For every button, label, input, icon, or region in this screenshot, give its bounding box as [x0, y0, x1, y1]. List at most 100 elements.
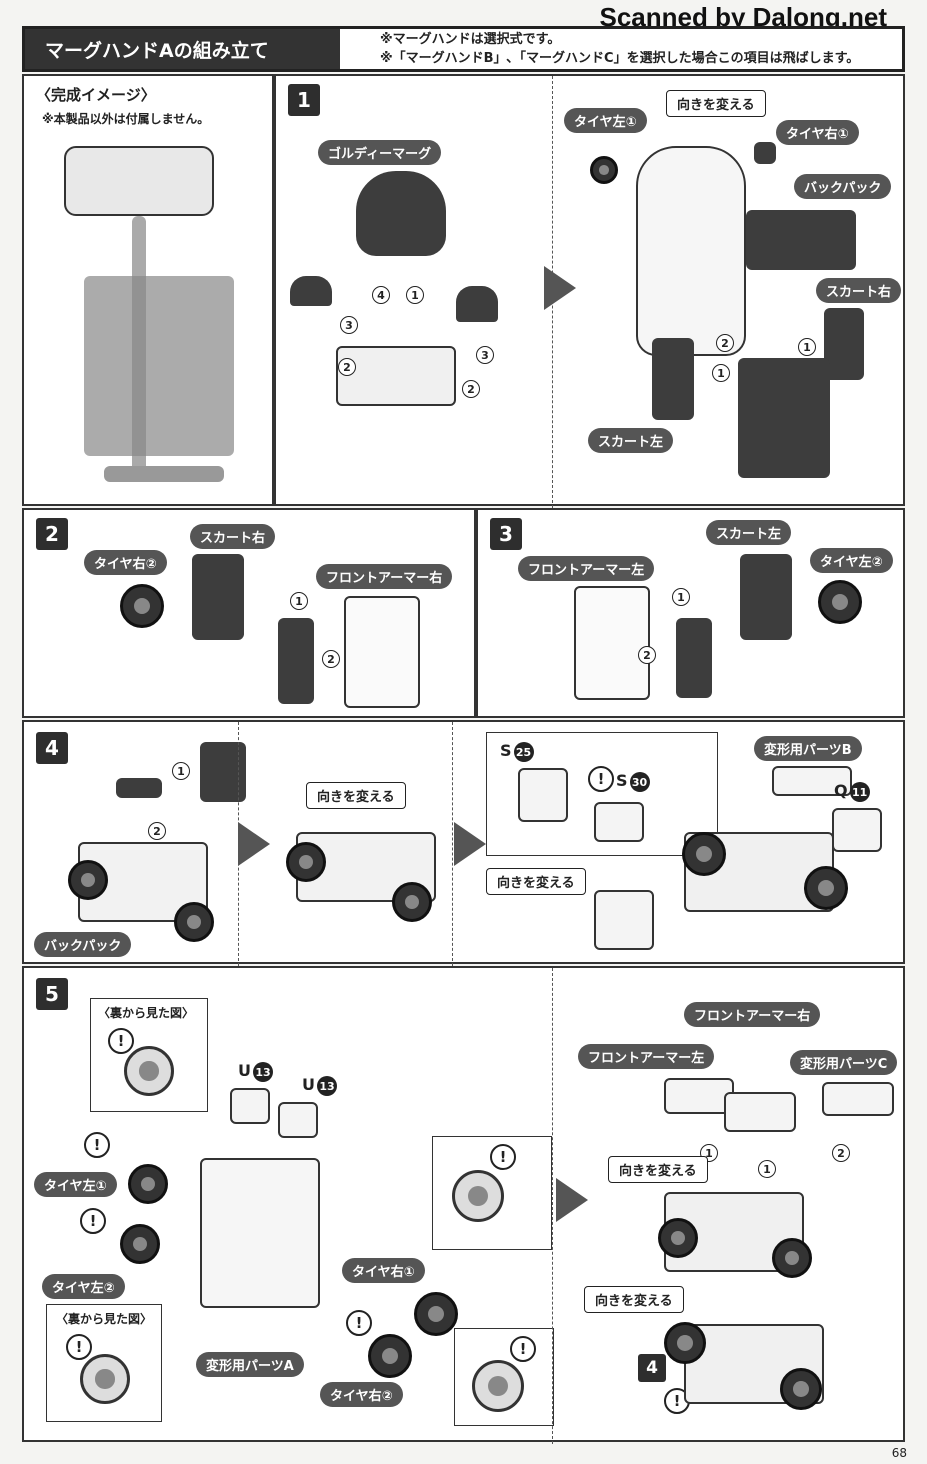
label-turn: 向きを変える: [608, 1156, 708, 1183]
part-front-armor-right: [724, 1092, 796, 1132]
label-front-armor-left: フロントアーマー左: [518, 556, 655, 581]
circled-2: 2: [716, 334, 734, 352]
part-head: [356, 171, 446, 256]
part-arm-left: [290, 276, 332, 306]
figure-base: [104, 466, 224, 482]
step-arrow: [454, 822, 486, 866]
circled-4: 4: [372, 286, 390, 304]
step2-panel: 2 タイヤ右② スカート右 フロントアーマー右 1 2: [22, 508, 476, 718]
warning-icon: !: [108, 1028, 134, 1054]
label-transform-part-c: 変形用パーツC: [790, 1050, 898, 1075]
preview-panel: 〈完成イメージ〉 ※本製品以外は付属しません。: [22, 74, 274, 506]
page-number: 68: [891, 1446, 907, 1460]
hammer-head: [64, 146, 214, 216]
code-number: 30: [629, 772, 650, 792]
circled-2: 2: [148, 822, 166, 840]
code-number: 13: [317, 1076, 337, 1096]
warning-icon: !: [588, 766, 614, 792]
part-s25: [518, 768, 568, 822]
label-tire-left-1: タイヤ左①: [34, 1172, 117, 1197]
circled-1: 1: [758, 1160, 776, 1178]
code-letter: U: [238, 1060, 251, 1080]
circled-1: 1: [172, 762, 190, 780]
code-number: 13: [253, 1062, 273, 1082]
tire-right-2: [368, 1334, 412, 1378]
part-skirt-body: [738, 358, 830, 478]
step1-panel: 1 ゴルディーマーグ 4 1 3 3 2 2 向きを変える タイヤ左① タイヤ右…: [274, 74, 905, 508]
step-number: 5: [36, 978, 68, 1010]
tire-back-view: [80, 1354, 130, 1404]
tire-back-view: [124, 1046, 174, 1096]
tire: [174, 902, 214, 942]
label-front-armor-right: フロントアーマー右: [684, 1002, 821, 1027]
code-number: 25: [513, 742, 534, 762]
tire: [780, 1368, 822, 1410]
tire: [664, 1322, 706, 1364]
part-transform-a-body: [200, 1158, 320, 1308]
back-view-title-2: 〈裏から見た図〉: [56, 1312, 153, 1326]
tire-detail: [452, 1170, 504, 1222]
label-front-armor-left: フロントアーマー左: [578, 1044, 715, 1069]
step-ref-4: 4: [638, 1354, 666, 1382]
tire-right-1: [754, 142, 776, 164]
label-skirt-right: スカート右: [190, 524, 276, 549]
label-skirt-left: スカート左: [706, 520, 792, 545]
code-letter: U: [302, 1074, 315, 1094]
part-joint: [278, 618, 314, 704]
label-tire-right-1: タイヤ右①: [342, 1258, 425, 1283]
circled-3: 3: [476, 346, 494, 364]
circled-2: 2: [322, 650, 340, 668]
part-small-block: [116, 778, 162, 798]
step-number: 1: [288, 84, 320, 116]
circled-3: 3: [340, 316, 358, 334]
label-turn: 向きを変える: [486, 868, 586, 895]
circled-1: 1: [672, 588, 690, 606]
preview-image: [44, 136, 254, 496]
code-letter: S: [500, 740, 512, 760]
tire: [68, 860, 108, 900]
header-notes: ※マーグハンドは選択式です。 ※「マーグハンドB」､「マーグハンドC」を選択した…: [340, 30, 859, 68]
label-turn: 向きを変える: [306, 782, 406, 809]
tire-right-1: [414, 1292, 458, 1336]
part-arm-right: [456, 286, 498, 322]
label-goldy-marg: ゴルディーマーグ: [318, 140, 442, 165]
part-top-clip: [200, 742, 246, 802]
tire: [772, 1238, 812, 1278]
label-front-armor-right: フロントアーマー右: [316, 564, 453, 589]
part-u13-b: [278, 1102, 318, 1138]
circled-1: 1: [406, 286, 424, 304]
label-tire-right-2: タイヤ右②: [320, 1382, 403, 1407]
part-front-armor-right: [344, 596, 420, 708]
step-number: 3: [490, 518, 522, 550]
step-arrow: [544, 266, 576, 310]
circled-2: 2: [462, 380, 480, 398]
page-title: マーグハンドAの組み立て: [25, 29, 340, 69]
label-turn: 向きを変える: [584, 1286, 684, 1313]
code-letter: S: [616, 770, 628, 790]
warning-icon: !: [510, 1336, 536, 1362]
step-arrow: [238, 822, 270, 866]
tire: [682, 832, 726, 876]
divider: [552, 968, 553, 1444]
part-torso: [336, 346, 456, 406]
label-turn: 向きを変える: [666, 90, 766, 117]
divider: [452, 722, 453, 966]
label-skirt-left: スカート左: [588, 428, 674, 453]
circled-1: 1: [290, 592, 308, 610]
warning-icon: !: [84, 1132, 110, 1158]
warning-icon: !: [80, 1208, 106, 1234]
label-tire-right-2: タイヤ右②: [84, 550, 167, 575]
label-tire-left-1: タイヤ左①: [564, 108, 647, 133]
circled-2: 2: [832, 1144, 850, 1162]
page-header: マーグハンドAの組み立て ※マーグハンドは選択式です。 ※「マーグハンドB」､「…: [22, 26, 905, 72]
part-frame: [594, 890, 654, 950]
label-backpack: バックパック: [794, 174, 892, 199]
tire-left-1: [128, 1164, 168, 1204]
part-u13-a: [230, 1088, 270, 1124]
circled-2: 2: [638, 646, 656, 664]
